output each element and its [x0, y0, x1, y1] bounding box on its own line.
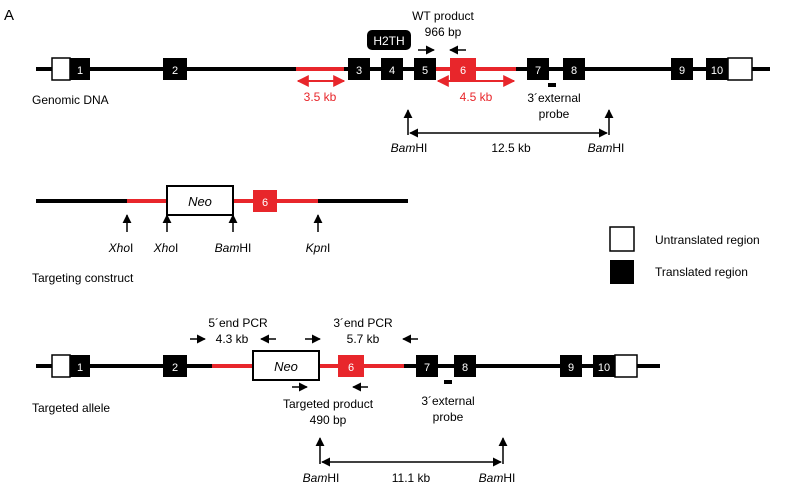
bam-right-label: BamHI: [588, 141, 625, 155]
t-bam-left-label: BamHI: [303, 471, 340, 485]
wt-product-title: WT product: [412, 9, 474, 23]
exon-10-label: 10: [711, 65, 723, 77]
t-probe-label-line2: probe: [433, 410, 464, 424]
bam-left-label: BamHI: [391, 141, 428, 155]
probe-label-line2: probe: [539, 107, 570, 121]
legend: Untranslated region Translated region: [609, 226, 760, 284]
exon-4: [381, 58, 403, 80]
targeted-product-title: Targeted product: [283, 397, 374, 411]
targeting-construct-row: Neo 6 XhoI XhoI BamHI KpnI Targeting con…: [32, 185, 408, 285]
exon-8-label: 8: [571, 65, 577, 77]
h2th-label: H2TH: [373, 34, 404, 48]
t-exon-9-label: 9: [568, 362, 574, 374]
h2th-box: [367, 30, 411, 50]
legend-untranslated-label: Untranslated region: [655, 233, 760, 247]
exon-10-utr: [727, 57, 753, 81]
xho2-label: XhoI: [153, 241, 179, 255]
exon-3-label: 3: [356, 65, 362, 77]
pcr3-size: 5.7 kb: [347, 332, 380, 346]
exon-6: [450, 58, 476, 80]
exon-1-label: 1: [77, 65, 83, 77]
t-exon-6: [338, 355, 364, 377]
t-exon-6-label: 6: [348, 362, 354, 374]
targeted-allele-row: 1 2 Neo 6 7 8 9 10 5´end PCR 4.3 kb 3´en…: [32, 316, 660, 485]
exon-6-label: 6: [460, 65, 466, 77]
xho1-label: XhoI: [108, 241, 134, 255]
t-exon-1-label: 1: [77, 362, 83, 374]
exon-9: [671, 58, 693, 80]
exon-3: [348, 58, 370, 80]
t-exon-1-utr: [51, 354, 71, 378]
genomic-dna-label: Genomic DNA: [32, 93, 109, 107]
exon-1: [70, 58, 90, 80]
t-exon-2-label: 2: [172, 362, 178, 374]
t-neo-cassette: [252, 350, 320, 381]
wt-product-size: 966 bp: [425, 25, 462, 39]
t-bam-right-label: BamHI: [479, 471, 516, 485]
exon-8: [563, 58, 585, 80]
t-exon-8: [454, 355, 476, 377]
genomic-dna-row: 1 2 3 4 5 6 7 8 9 10 H2TH WT product 966…: [32, 9, 770, 155]
t-exon-9: [560, 355, 582, 377]
t-exon-10-utr: [614, 354, 638, 378]
t-external-probe-mark: [444, 380, 452, 384]
targeting-construct-label: Targeting construct: [32, 271, 134, 285]
t-exon-7: [416, 355, 438, 377]
t-exon-10-label: 10: [598, 362, 610, 374]
bam-construct-label: BamHI: [215, 241, 252, 255]
bam-distance: 12.5 kb: [491, 141, 531, 155]
construct-exon-6-label: 6: [262, 197, 268, 209]
t-neo-label: Neo: [274, 359, 298, 374]
exon-4-label: 4: [389, 65, 395, 77]
exon-2-label: 2: [172, 65, 178, 77]
targeted-allele-label: Targeted allele: [32, 401, 110, 415]
t-bam-distance: 11.1 kb: [392, 471, 431, 485]
exon-5: [414, 58, 436, 80]
exon-2: [163, 58, 187, 80]
legend-translated-label: Translated region: [655, 265, 748, 279]
t-exon-7-label: 7: [424, 362, 430, 374]
external-probe-mark: [548, 83, 556, 87]
pcr3-title: 3´end PCR: [333, 316, 393, 330]
neo-cassette: [166, 185, 234, 216]
construct-exon-6: [253, 190, 277, 212]
neo-label: Neo: [188, 194, 212, 209]
t-probe-label-line1: 3´external: [421, 394, 474, 408]
exon-9-label: 9: [679, 65, 685, 77]
arm-right-size: 4.5 kb: [460, 90, 493, 104]
probe-label-line1: 3´external: [527, 91, 580, 105]
targeted-product-size: 490 bp: [310, 413, 347, 427]
legend-translated-swatch: [610, 260, 634, 284]
t-exon-1: [70, 355, 90, 377]
exon-7-label: 7: [535, 65, 541, 77]
pcr5-size: 4.3 kb: [216, 332, 249, 346]
arm-left-size: 3.5 kb: [304, 90, 337, 104]
t-exon-10: [593, 355, 615, 377]
t-exon-2: [163, 355, 187, 377]
kpn-label: KpnI: [306, 241, 331, 255]
exon-1-utr: [51, 57, 71, 81]
legend-untranslated-swatch: [609, 226, 635, 252]
exon-5-label: 5: [422, 65, 428, 77]
exon-10: [706, 58, 728, 80]
pcr5-title: 5´end PCR: [208, 316, 268, 330]
t-exon-8-label: 8: [462, 362, 468, 374]
exon-7: [527, 58, 549, 80]
panel-label: A: [4, 7, 14, 24]
